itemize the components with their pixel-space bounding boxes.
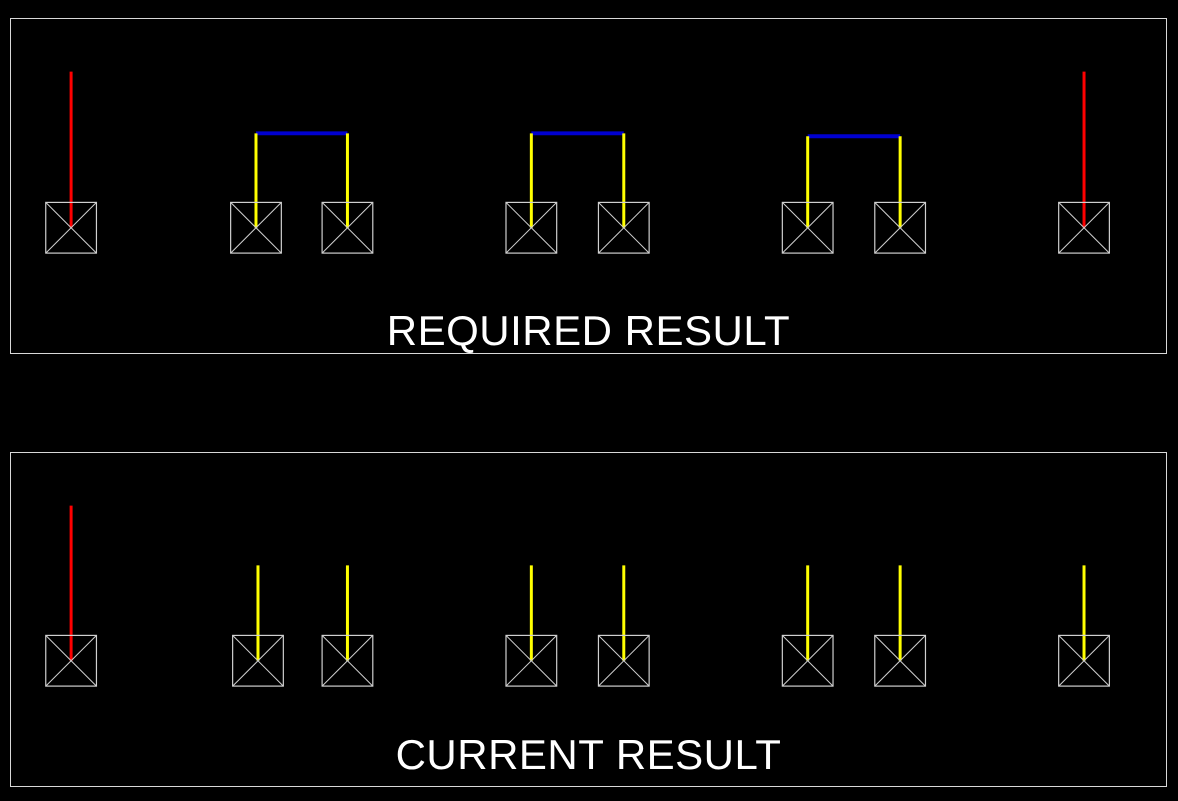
box-marker-group [874, 136, 927, 254]
box-diagonal-icon [781, 202, 834, 254]
box-outline [597, 201, 650, 254]
box-outline [874, 634, 927, 687]
box-marker-group [505, 133, 558, 254]
box-outline [45, 634, 98, 687]
box-diagonal-icon [232, 635, 284, 687]
panel-caption-current: CURRENT RESULT [395, 731, 782, 778]
box-marker-group [232, 565, 284, 687]
box-marker-group [45, 505, 98, 687]
box-marker-group [874, 565, 927, 687]
box-marker-group [781, 565, 834, 687]
box-outline [597, 634, 650, 687]
box-diagonal-icon [598, 202, 650, 254]
box-marker-group [505, 565, 558, 687]
box-marker-group [230, 133, 282, 254]
current-result-drawing [45, 505, 1110, 687]
box-outline [1058, 634, 1110, 687]
required-result-drawing [45, 71, 1110, 254]
box-outline [1058, 201, 1110, 254]
box-diagonal-icon [321, 635, 374, 687]
box-diagonal-icon [505, 635, 558, 687]
box-diagonal-icon [874, 635, 926, 687]
box-diagonal-icon [598, 635, 650, 687]
box-marker-group [781, 136, 834, 254]
box-marker-group [321, 565, 374, 687]
box-diagonal-icon [781, 635, 834, 687]
box-outline [505, 201, 558, 254]
box-outline [45, 201, 98, 254]
box-diagonal-icon [321, 202, 374, 254]
box-outline [321, 201, 374, 254]
box-outline [781, 634, 834, 687]
box-outline [230, 201, 282, 254]
box-marker-group [597, 133, 650, 254]
panel-required-result: REQUIRED RESULT [10, 18, 1167, 354]
box-diagonal-icon [230, 202, 282, 254]
box-outline [874, 201, 927, 254]
box-diagonal-icon [874, 202, 926, 254]
box-marker-group [1058, 71, 1110, 254]
box-diagonal-icon [45, 635, 97, 687]
box-outline [232, 634, 284, 687]
box-diagonal-icon [505, 202, 558, 254]
box-marker-group [321, 133, 374, 254]
box-outline [781, 201, 834, 254]
box-outline [321, 634, 374, 687]
panel-current-result: CURRENT RESULT [10, 452, 1167, 787]
box-marker-group [597, 565, 650, 687]
box-diagonal-icon [1058, 202, 1110, 254]
box-marker-group [45, 71, 98, 254]
box-outline [505, 634, 558, 687]
panel-caption-required: REQUIRED RESULT [386, 307, 791, 354]
box-diagonal-icon [1058, 635, 1110, 687]
box-diagonal-icon [45, 202, 97, 254]
box-marker-group [1058, 565, 1110, 687]
